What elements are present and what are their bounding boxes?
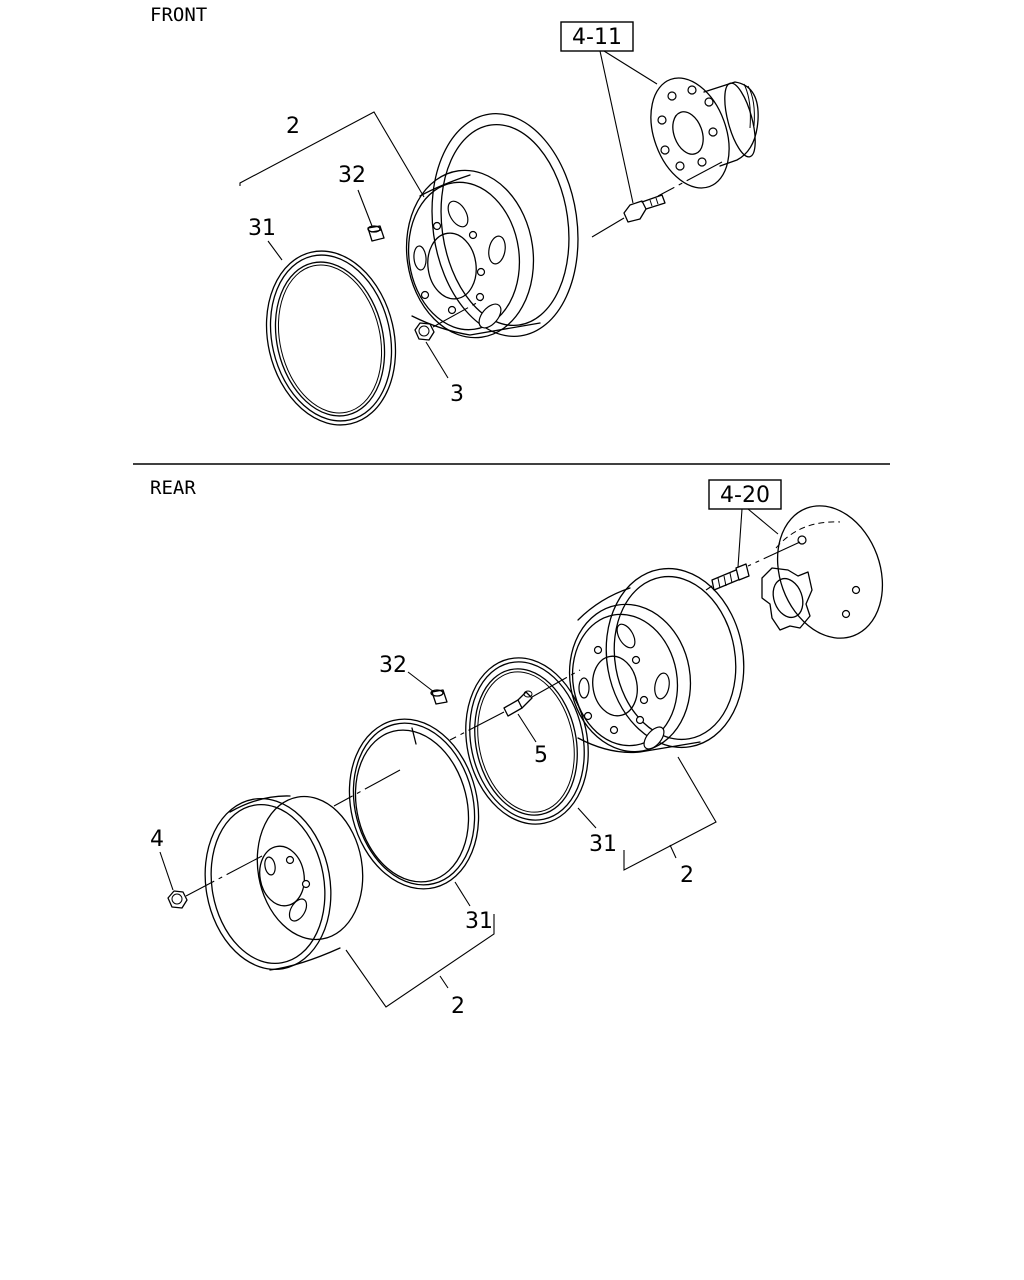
rear-outer-nut [167,890,188,909]
front-side-ring [265,250,397,426]
front-stud [623,194,666,223]
bracket-front-disc-wheel [239,111,425,198]
rear-inner-disc-wheel [568,567,745,754]
axis-rear-outer-ring [333,769,401,807]
callout-front-nut: 3 [450,382,464,407]
callout-front-stud-cap: 32 [338,163,366,188]
leader-rear-stud-cap [407,671,435,693]
section-label-front: FRONT [150,4,207,26]
axis-rear-inner [531,669,581,698]
callout-front-disc-wheel: 2 [286,114,300,139]
ref-label-front-hub: 4-11 [572,25,622,50]
rear-stud [711,563,750,591]
leader-rear-outer-wheel [439,975,449,989]
axis-front-stud [591,217,625,238]
rear-outer-ring [348,718,480,890]
axis-front-hub [657,161,723,197]
callout-rear-inner-ring: 31 [589,832,617,857]
section-label-rear: REAR [150,477,196,499]
callout-rear-outer-ring: 31 [465,909,493,934]
callout-rear-outer-wheel: 2 [451,994,465,1019]
rear-stud-cap [430,689,448,705]
leader-rear-inner-wheel [669,844,677,859]
callout-rear-stud-cap: 32 [379,653,407,678]
leader-rear-outer-nut [159,851,174,891]
axis-rear-valve [449,711,505,741]
leader-rear-hub [747,508,779,535]
axis-front-nut [432,299,483,328]
callout-rear-outer-nut: 4 [150,827,164,852]
axis-rear-outer-wheel [185,855,263,897]
front-stud-cap [367,225,385,242]
rear-outer-disc-wheel [204,795,364,971]
callout-front-side-ring: 31 [248,216,276,241]
leader-rear-outer-ring [454,881,471,907]
rear-inner-ring [465,657,589,825]
bracket-rear-inner-wheel [623,756,717,871]
leader-rear-inner-ring [577,807,597,829]
rear-valve [503,690,533,717]
leader-front-hub [603,50,658,85]
axis-rear-hub [747,541,801,567]
front-hub [650,77,759,189]
leader-front-side-ring [267,240,283,261]
ref-box-front-hub[interactable]: 4-11 [560,21,634,52]
leader-front-nut [425,341,449,379]
ref-label-rear-hub: 4-20 [720,483,770,508]
leader-rear-valve [517,713,537,743]
leader-front-hub-stud [599,50,634,204]
leader-front-stud-cap [357,189,373,227]
callout-rear-valve: 5 [534,743,548,768]
front-disc-wheel [405,112,579,339]
rear-hub [761,505,884,639]
bracket-rear-outer-wheel [345,914,495,1008]
ref-box-rear-hub[interactable]: 4-20 [708,479,782,510]
front-nut [414,322,435,341]
callout-rear-inner-wheel: 2 [680,863,694,888]
leader-rear-hub-stud [737,508,743,568]
